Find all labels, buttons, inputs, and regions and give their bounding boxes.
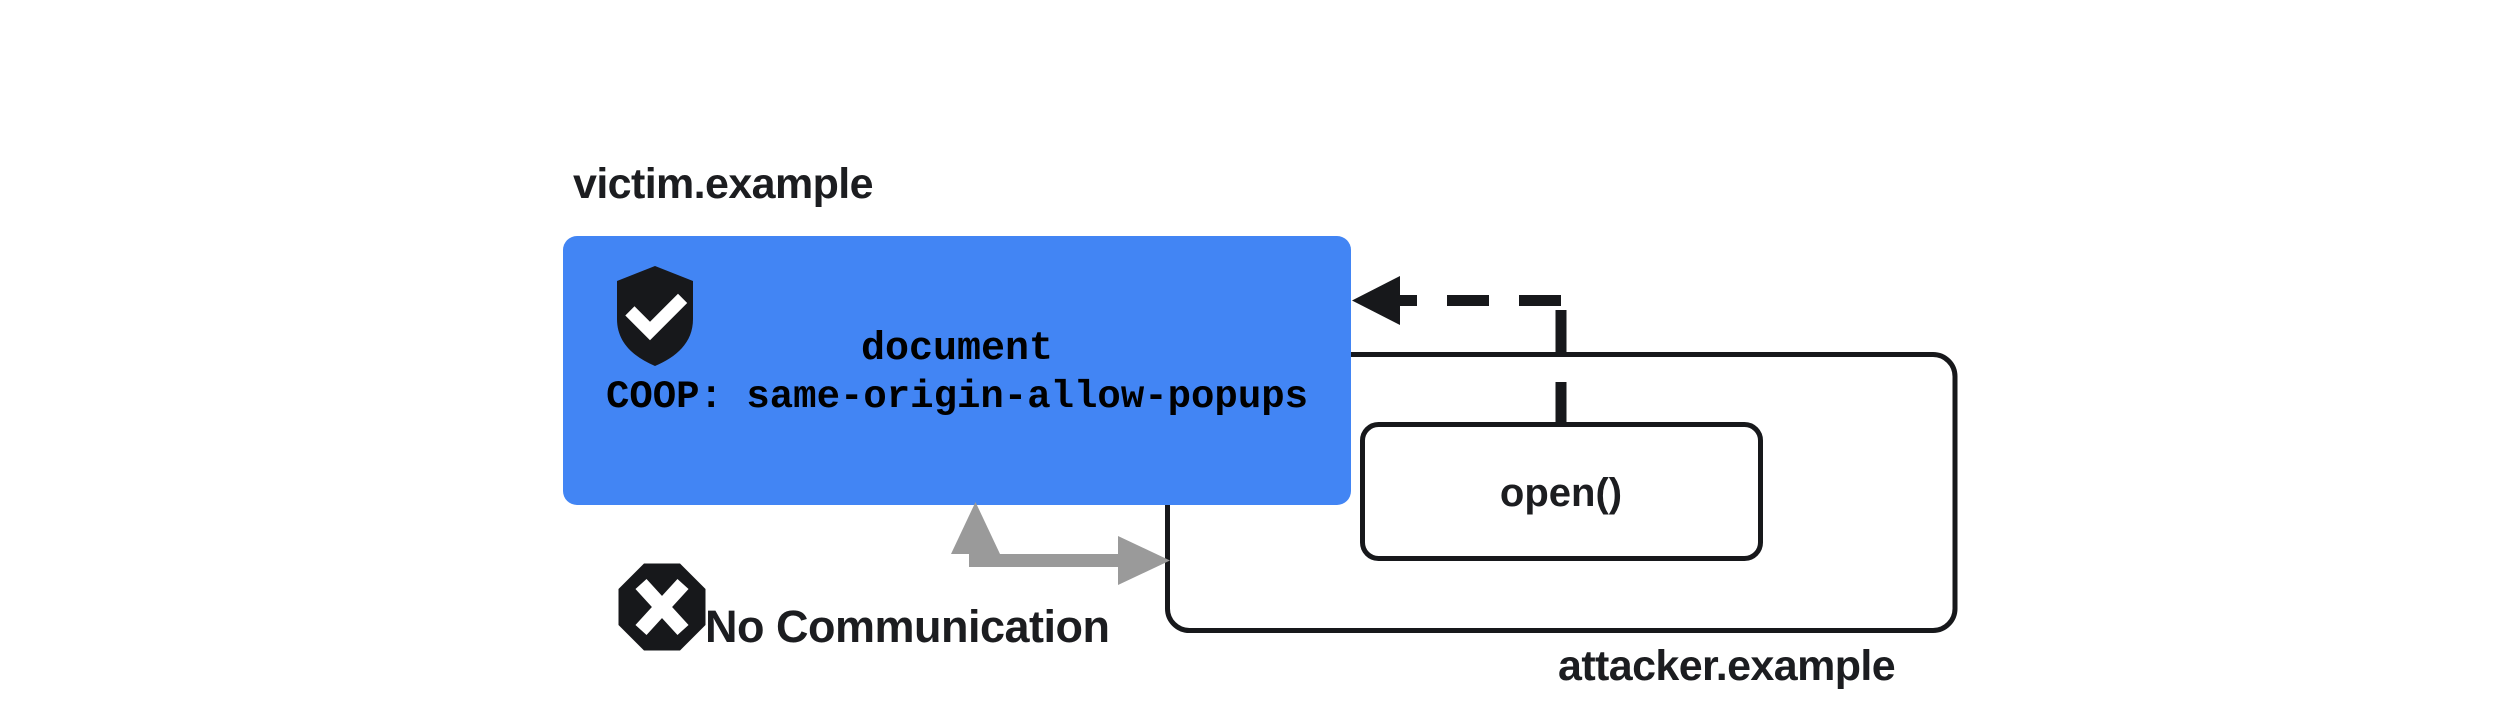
victim-panel <box>563 236 1351 505</box>
open-box <box>1360 422 1763 561</box>
open-call-label: open() <box>1499 471 1623 515</box>
victim-origin-label: victim.example <box>573 160 874 208</box>
octagon-x-icon <box>618 563 706 651</box>
attacker-origin-label: attacker.example <box>1558 642 1896 690</box>
no-communication-label: No Communication <box>705 601 1110 652</box>
attacker-frame <box>1164 352 1958 634</box>
victim-document-label: document <box>860 327 1054 372</box>
victim-coop-header-label: COOP: same-origin-allow-popups <box>605 375 1309 419</box>
open-call-arrow <box>1352 276 1567 424</box>
shield-check-icon <box>617 266 693 366</box>
no-communication-arrow <box>951 502 1170 585</box>
